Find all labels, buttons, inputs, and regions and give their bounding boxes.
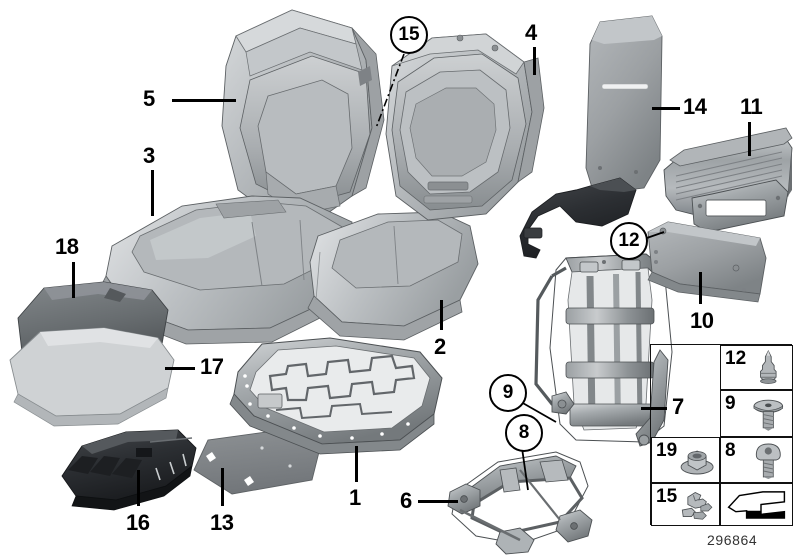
callout-17[interactable]: 17 xyxy=(200,354,224,379)
leader-line-6 xyxy=(418,500,458,503)
torx-bolt-icon xyxy=(747,440,790,480)
callout-10[interactable]: 10 xyxy=(690,308,714,333)
part-17-foam-pad xyxy=(9,327,175,427)
legend-cell-19[interactable]: 19 xyxy=(651,437,720,483)
leader-line-1 xyxy=(355,446,358,482)
leader-line-16 xyxy=(137,470,140,506)
callout-13[interactable]: 13 xyxy=(210,510,234,535)
part-6-base-frame xyxy=(447,451,593,555)
leader-line-4 xyxy=(533,47,536,75)
legend-number-15: 15 xyxy=(656,486,678,507)
legend-cell-15[interactable]: 15 xyxy=(651,483,720,526)
part-14-armrest-panel xyxy=(519,15,663,259)
stud-pin-icon xyxy=(747,348,790,387)
callout-circle-8[interactable]: 8 xyxy=(505,414,543,452)
part-16-seat-pan-black xyxy=(61,429,197,511)
callout-6[interactable]: 6 xyxy=(400,488,412,513)
leader-line-14 xyxy=(652,107,680,110)
legend-number-12: 12 xyxy=(725,348,747,369)
part-10-rear-cover-panel xyxy=(647,221,767,303)
callout-5[interactable]: 5 xyxy=(143,86,155,111)
callout-1[interactable]: 1 xyxy=(349,485,361,510)
callout-circle-15[interactable]: 15 xyxy=(390,16,428,54)
callout-18[interactable]: 18 xyxy=(55,234,79,259)
callout-14[interactable]: 14 xyxy=(683,94,707,119)
hardware-legend-box: 12 9 xyxy=(650,344,793,526)
leader-line-18 xyxy=(72,262,75,298)
clip-set-icon xyxy=(677,486,717,523)
leader-line-10 xyxy=(699,272,702,304)
part-1-seat-pan-frame xyxy=(229,337,443,455)
leader-line-2 xyxy=(440,300,443,330)
callout-3[interactable]: 3 xyxy=(143,143,155,168)
callout-16[interactable]: 16 xyxy=(126,510,150,535)
legend-cell-8[interactable]: 8 xyxy=(720,437,793,483)
part-13-floor-mat xyxy=(193,427,321,495)
callout-circle-9[interactable]: 9 xyxy=(489,374,527,412)
part-2-seat-cushion-right xyxy=(307,211,479,341)
legend-number-8: 8 xyxy=(725,440,736,461)
leader-line-13 xyxy=(221,468,224,506)
leader-line-3 xyxy=(151,170,154,216)
leader-line-11 xyxy=(748,122,751,156)
leader-line-17 xyxy=(165,367,195,370)
legend-cell-arrow[interactable] xyxy=(720,483,793,526)
part-11-ribbed-trim xyxy=(663,127,793,233)
leader-line-7 xyxy=(641,407,667,410)
legend-cell-9[interactable]: 9 xyxy=(720,390,793,437)
legend-number-9: 9 xyxy=(725,393,736,414)
flange-screw-icon xyxy=(747,393,790,434)
part-7-backrest-frame xyxy=(534,253,673,447)
drawing-part-number: 296864 xyxy=(707,532,758,548)
callout-2[interactable]: 2 xyxy=(434,334,446,359)
callout-4[interactable]: 4 xyxy=(525,20,537,45)
part-5-backrest-left xyxy=(221,9,385,221)
leader-line-5 xyxy=(172,99,236,102)
callout-11[interactable]: 11 xyxy=(740,94,763,119)
callout-circle-12[interactable]: 12 xyxy=(610,222,648,260)
legend-cell-12[interactable]: 12 xyxy=(720,345,793,390)
hex-nut-icon xyxy=(677,440,717,480)
legend-number-19: 19 xyxy=(656,440,678,461)
arrow-icon xyxy=(725,486,788,523)
callout-7[interactable]: 7 xyxy=(672,394,684,419)
part-4-backrest-right xyxy=(385,33,545,221)
